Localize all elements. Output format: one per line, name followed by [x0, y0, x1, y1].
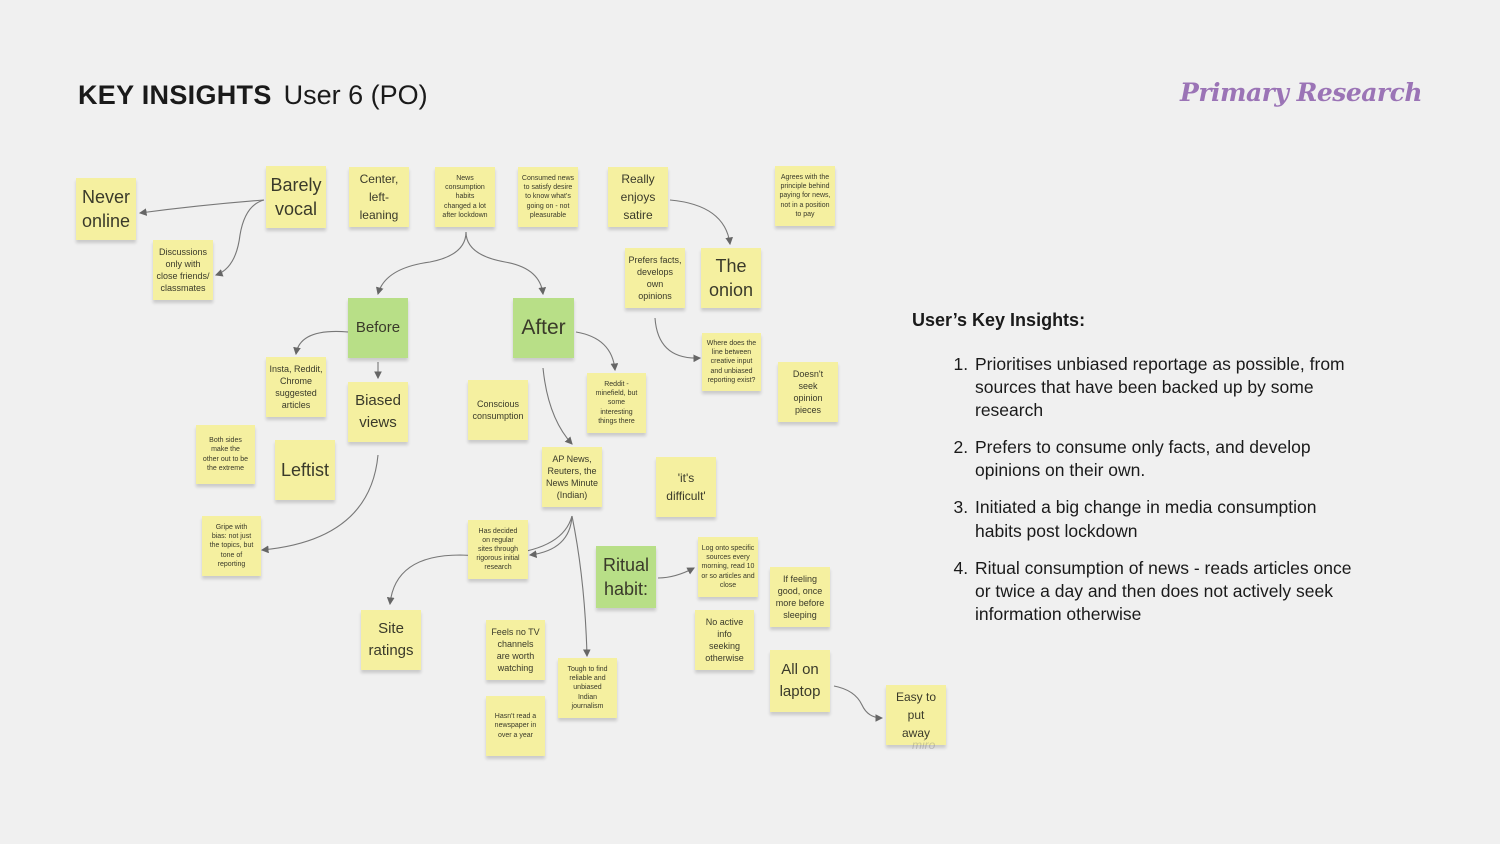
note-where-line[interactable]: Where does the line between creative inp…: [702, 333, 761, 391]
note-enjoys-satire[interactable]: Really enjoys satire: [608, 167, 668, 227]
connector-ap-ratings: [386, 515, 573, 606]
note-barely-vocal[interactable]: Barely vocal: [266, 166, 326, 228]
note-both-sides[interactable]: Both sides make the other out to be the …: [196, 425, 255, 484]
note-conscious[interactable]: Conscious consumption: [468, 380, 528, 440]
note-feels-no-tv[interactable]: Feels no TV channels are worth watching: [486, 620, 545, 680]
note-reddit-minefield[interactable]: Reddit - minefield, but some interesting…: [587, 373, 646, 433]
note-agrees-paying[interactable]: Agrees with the principle behind paying …: [775, 166, 835, 226]
miro-watermark: miro: [912, 738, 936, 752]
note-site-ratings[interactable]: Site ratings: [361, 610, 421, 670]
note-consumed-news[interactable]: Consumed news to satisfy desire to know …: [518, 167, 578, 227]
note-ritual-habit[interactable]: Ritual habit:: [596, 546, 656, 608]
note-log-onto[interactable]: Log onto specific sources every morning,…: [698, 537, 758, 597]
note-all-on-laptop[interactable]: All on laptop: [770, 650, 830, 712]
connector-laptop-easy: [833, 685, 884, 722]
connector-vocal-online: [138, 199, 265, 216]
note-prefers-facts[interactable]: Prefers facts, develops own opinions: [625, 248, 685, 308]
connector-facts-where: [654, 317, 702, 363]
connector-vocal-discussions: [214, 199, 265, 277]
connector-habits-after: [465, 231, 547, 296]
note-biased-views[interactable]: Biased views: [348, 382, 408, 442]
connector-satire-onion: [669, 199, 733, 246]
note-discussions[interactable]: Discussions only with close friends/ cla…: [153, 240, 213, 300]
note-news-habits[interactable]: News consumption habits changed a lot af…: [435, 167, 495, 227]
note-before[interactable]: Before: [348, 298, 408, 358]
note-ap-news[interactable]: AP News, Reuters, the News Minute (India…: [542, 447, 602, 507]
page-title: KEY INSIGHTS User 6 (PO): [78, 80, 428, 111]
brand-label: Primary Research: [1180, 78, 1422, 107]
insights-title: User’s Key Insights:: [912, 310, 1086, 330]
note-easy-to-put[interactable]: Easy to put away: [886, 685, 946, 745]
insights-list: Prioritises unbiased reportage as possib…: [912, 353, 1352, 626]
note-has-decided[interactable]: Has decided on regular sites through rig…: [468, 520, 528, 579]
note-the-onion[interactable]: The onion: [701, 248, 761, 308]
note-its-difficult[interactable]: 'it's difficult': [656, 457, 716, 517]
title-key-insights: KEY INSIGHTS: [78, 80, 272, 110]
note-hasnt-read[interactable]: Hasn't read a newspaper in over a year: [486, 696, 545, 756]
connector-habits-before: [376, 231, 467, 296]
connector-ap-tough: [571, 515, 591, 658]
connector-after-reddit: [575, 331, 619, 372]
connector-after-apnews: [542, 367, 573, 445]
connector-ap-decided: [528, 515, 573, 558]
note-insta-reddit[interactable]: Insta, Reddit, Chrome suggested articles: [266, 357, 326, 417]
note-tough-to-find[interactable]: Tough to find reliable and unbiased Indi…: [558, 658, 617, 718]
note-no-active[interactable]: No active info seeking otherwise: [695, 610, 754, 670]
title-user: User 6 (PO): [283, 80, 428, 110]
insight-item: Initiated a big change in media consumpt…: [973, 496, 1352, 542]
connector-biased-gripe: [260, 454, 379, 554]
key-insights-panel: User’s Key Insights: Prioritises unbiase…: [912, 310, 1352, 640]
note-after[interactable]: After: [513, 298, 574, 358]
note-doesnt-seek[interactable]: Doesn't seek opinion pieces: [778, 362, 838, 422]
connector-before-insta: [293, 330, 349, 356]
insight-item: Ritual consumption of news - reads artic…: [973, 557, 1352, 626]
note-if-feeling[interactable]: If feeling good, once more before sleepi…: [770, 567, 830, 627]
note-never-online[interactable]: Never online: [76, 178, 136, 240]
insight-item: Prefers to consume only facts, and devel…: [973, 436, 1352, 482]
note-center-left[interactable]: Center, left- leaning: [349, 167, 409, 227]
connector-ritual-log: [657, 567, 695, 579]
note-gripe-bias[interactable]: Gripe with bias: not just the topics, bu…: [202, 516, 261, 576]
insight-item: Prioritises unbiased reportage as possib…: [973, 353, 1352, 422]
note-leftist[interactable]: Leftist: [275, 440, 335, 500]
